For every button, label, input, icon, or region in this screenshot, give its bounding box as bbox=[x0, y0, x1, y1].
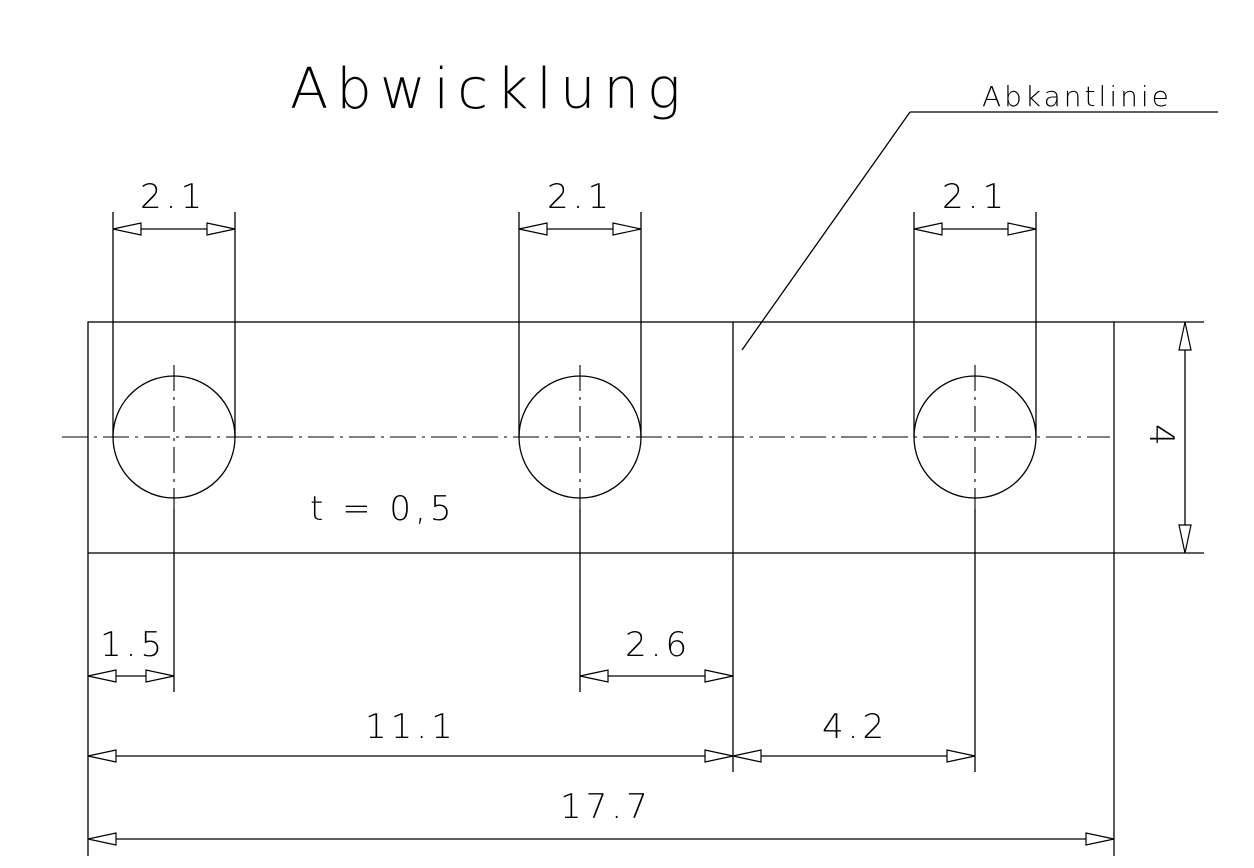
leader-line bbox=[741, 111, 911, 351]
dim-hole-2: 2.1 bbox=[518, 177, 642, 236]
bend-line-label: Abkantlinie bbox=[982, 80, 1172, 113]
dim-label-hole-1: 2.1 bbox=[140, 177, 206, 217]
dim-label-hole-to-bend: 2.6 bbox=[625, 625, 691, 665]
dim-edge-to-hole: 1.5 bbox=[87, 625, 175, 683]
dim-label-edge-to-hole: 1.5 bbox=[100, 625, 166, 665]
dim-hole-3: 2.1 bbox=[913, 177, 1037, 236]
dim-overall-length: 17.7 bbox=[87, 787, 1115, 846]
dim-label-bend-to-hole: 4.2 bbox=[822, 707, 888, 747]
dim-hole-to-bend: 2.6 bbox=[579, 625, 734, 683]
dim-label-hole-3: 2.1 bbox=[942, 177, 1008, 217]
dim-label-hole-2: 2.1 bbox=[547, 177, 613, 217]
thickness-note: t = 0,5 bbox=[310, 489, 456, 529]
dim-label-overall-length: 17.7 bbox=[560, 787, 652, 827]
dim-height: 4 bbox=[1114, 321, 1204, 554]
dim-label-height: 4 bbox=[1141, 424, 1181, 450]
drawing-title: Abwicklung bbox=[290, 57, 689, 122]
dim-hole-1: 2.1 bbox=[112, 177, 236, 236]
dim-bend-to-hole: 4.2 bbox=[732, 707, 976, 763]
dim-label-edge-to-bend: 11.1 bbox=[365, 707, 457, 747]
dim-edge-to-bend: 11.1 bbox=[87, 707, 734, 763]
